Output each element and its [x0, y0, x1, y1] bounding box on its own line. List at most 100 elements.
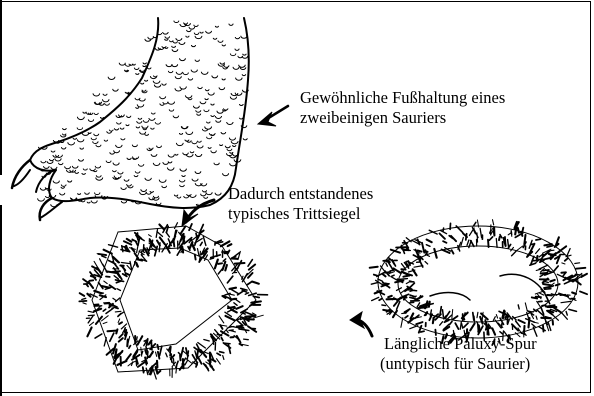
foot-scale — [187, 30, 191, 32]
foot-scale — [77, 139, 84, 142]
hatch-stroke — [88, 311, 94, 312]
foot-scale — [198, 87, 202, 89]
hatch-stroke — [158, 352, 160, 359]
hatch-stroke — [225, 265, 227, 270]
foot-scale — [172, 49, 178, 51]
hatch-stroke — [464, 313, 465, 317]
foot-scale — [180, 169, 186, 172]
foot-scale — [192, 179, 198, 181]
foot-scale — [173, 41, 177, 43]
hatch-stroke — [218, 263, 222, 264]
hatch-stroke — [466, 234, 467, 240]
hatch-stroke — [226, 316, 235, 320]
hatch-stroke — [252, 301, 261, 302]
hatch-stroke — [116, 298, 120, 302]
foot-scale — [114, 176, 121, 179]
foot-scale — [116, 145, 122, 148]
foot-scale — [195, 154, 201, 157]
foot-scale — [197, 146, 203, 148]
foot-scale — [65, 166, 71, 168]
foot-scale — [108, 77, 115, 80]
foot-scale — [137, 104, 144, 107]
foot-scale — [225, 146, 230, 148]
foot-scale — [193, 106, 199, 108]
foot-scale — [218, 40, 223, 42]
hatch-stroke — [561, 301, 571, 302]
hatch-stroke — [137, 259, 142, 260]
foot-scale — [91, 138, 96, 140]
hatch-stroke — [516, 246, 523, 251]
hatch-stroke — [119, 338, 123, 342]
hatch-stroke — [525, 303, 527, 311]
foot-scale — [174, 195, 177, 196]
hatch-stroke — [531, 244, 535, 245]
hatch-stroke — [426, 245, 430, 247]
foot-scale — [243, 138, 247, 140]
hatch-stroke — [118, 361, 127, 365]
foot-scale — [182, 175, 185, 176]
foot-scale — [220, 144, 223, 145]
foot-scale — [138, 118, 142, 119]
foot-scale — [77, 127, 82, 129]
foot-scale — [105, 103, 110, 105]
foot-scale — [215, 26, 218, 27]
hatch-stroke — [181, 226, 186, 233]
foot-scale — [55, 158, 61, 161]
foot-scale — [200, 101, 206, 103]
hatch-stroke — [175, 223, 178, 229]
foot-scale — [227, 149, 232, 151]
foot-scale — [124, 179, 129, 181]
foot-scale — [159, 180, 166, 183]
foot-scale — [142, 126, 148, 128]
foot-scale — [151, 154, 157, 156]
foot-scale — [176, 38, 182, 40]
hatch-stroke — [489, 237, 492, 240]
foot-scale — [169, 109, 173, 111]
hatch-stroke — [539, 327, 546, 331]
hatch-stroke — [198, 249, 199, 256]
hatch-stroke — [508, 240, 509, 247]
foot-scale — [94, 134, 99, 136]
hatch-stroke — [104, 338, 106, 346]
foot-scale — [211, 151, 217, 153]
hatch-stroke — [443, 228, 444, 231]
hatch-stroke — [477, 312, 478, 317]
foot-scale — [207, 122, 211, 123]
hatch-stroke — [554, 308, 561, 313]
foot-scale — [145, 134, 149, 136]
foot-scale — [156, 203, 161, 205]
hatch-stroke — [217, 353, 220, 355]
hatch-stroke — [147, 352, 148, 359]
hatch-stroke — [536, 269, 541, 270]
hatch-stroke — [109, 305, 113, 306]
hatch-stroke — [540, 293, 544, 295]
hatch-stroke — [410, 295, 415, 297]
foot-scale — [174, 21, 179, 23]
hatch-stroke — [480, 228, 482, 237]
foot-scale — [113, 170, 117, 171]
foot-scale — [195, 171, 201, 173]
hatch-stroke — [536, 316, 537, 319]
hatch-stroke — [126, 354, 131, 360]
foot-scale — [213, 38, 217, 39]
foot-scale — [140, 192, 147, 195]
hatch-stroke — [405, 316, 408, 318]
hatch-stroke — [249, 293, 257, 295]
foot-scale — [151, 113, 155, 114]
hatch-stroke — [580, 291, 587, 294]
hatch-stroke — [392, 261, 394, 264]
hatch-stroke — [160, 346, 162, 355]
hatch-stroke — [564, 281, 570, 284]
foot-scale — [165, 36, 170, 38]
hatch-stroke — [138, 336, 143, 345]
hatch-stroke — [410, 326, 418, 329]
hatch-stroke — [196, 233, 197, 237]
hatch-stroke — [244, 339, 249, 340]
foot-scale — [163, 102, 168, 104]
foot-posture-label-line2: zweibeinigen Sauriers — [300, 108, 446, 128]
foot-scale — [163, 32, 169, 34]
foot-scale — [230, 163, 237, 166]
hatch-stroke — [243, 274, 248, 282]
hatch-stroke — [581, 274, 587, 277]
hatch-stroke — [236, 306, 242, 309]
